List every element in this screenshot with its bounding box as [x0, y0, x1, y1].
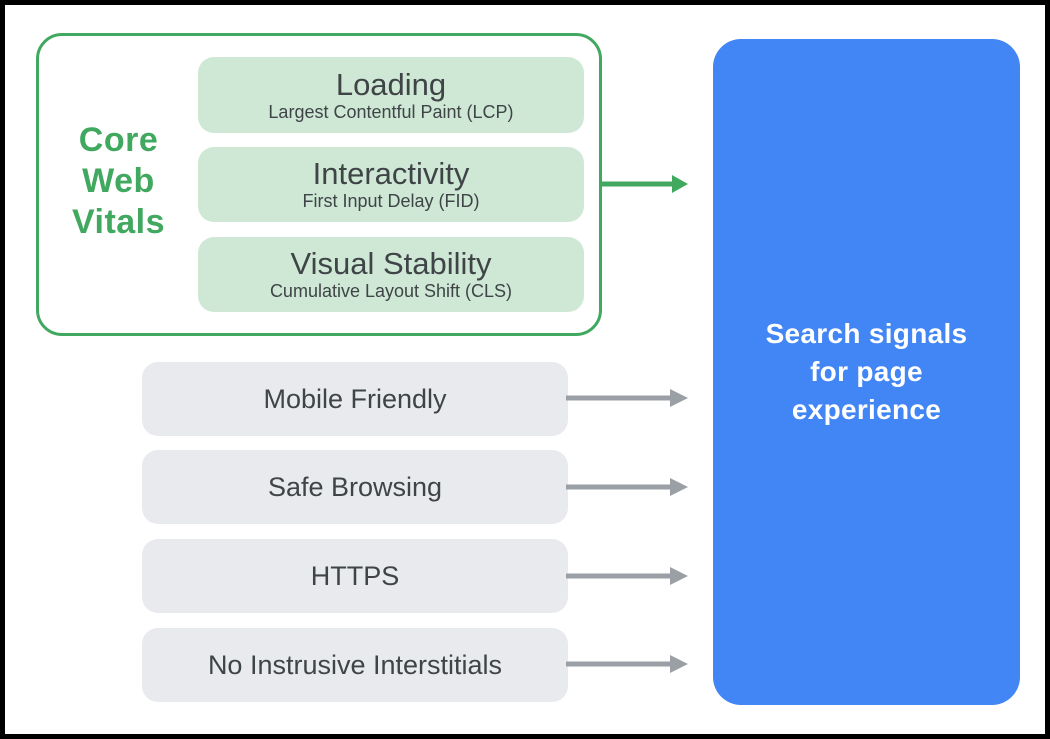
core-web-vitals-label: Core Web Vitals — [71, 121, 166, 241]
signal-label: No Instrusive Interstitials — [207, 649, 503, 680]
arrow-right-icon — [566, 389, 688, 407]
vital-title-visual-stability: Visual Stability — [290, 246, 492, 281]
vital-subtitle-fid: First Input Delay (FID) — [302, 191, 480, 211]
signal-box-mobile-friendly: Mobile Friendly — [142, 362, 568, 436]
signal-label: HTTPS — [310, 560, 400, 591]
signal-box-safe-browsing: Safe Browsing — [142, 450, 568, 524]
arrow-right-icon — [602, 175, 688, 193]
vital-box-interactivity: Interactivity First Input Delay (FID) — [198, 147, 584, 222]
vital-box-loading: Loading Largest Contentful Paint (LCP) — [198, 57, 584, 133]
vital-subtitle-cls: Cumulative Layout Shift (CLS) — [269, 281, 513, 301]
search-signals-box: Search signals for page experience — [713, 39, 1020, 705]
search-signals-label: Search signals for page experience — [765, 318, 968, 425]
vital-title-interactivity: Interactivity — [312, 156, 470, 191]
signal-label: Mobile Friendly — [263, 383, 447, 414]
signal-label: Safe Browsing — [267, 471, 443, 502]
core-web-vitals-group: Core Web Vitals Loading Largest Contentf… — [36, 33, 602, 336]
vital-title-loading: Loading — [335, 66, 447, 102]
arrow-right-icon — [566, 478, 688, 496]
vital-box-visual-stability: Visual Stability Cumulative Layout Shift… — [198, 237, 584, 312]
signal-box-https: HTTPS — [142, 539, 568, 613]
arrow-right-icon — [566, 567, 688, 585]
vital-subtitle-lcp: Largest Contentful Paint (LCP) — [268, 101, 514, 122]
arrow-right-icon — [566, 655, 688, 673]
signal-box-no-intrusive-interstitials: No Instrusive Interstitials — [142, 628, 568, 702]
